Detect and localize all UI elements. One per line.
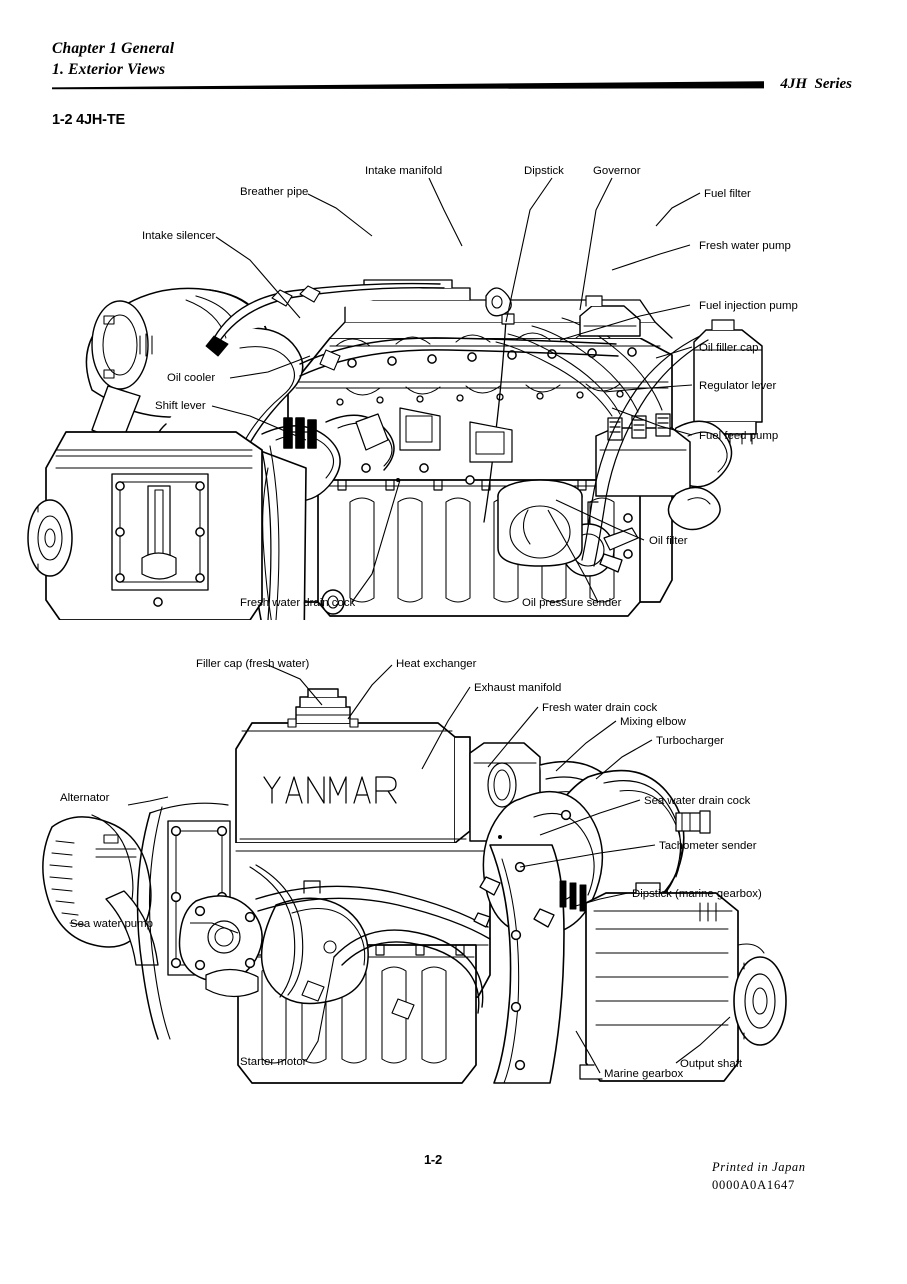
label-starter-motor: Starter motor	[240, 1056, 307, 1068]
label-shift-lever: Shift lever	[155, 400, 206, 412]
label-sea-water-pump: Sea water pump	[70, 918, 153, 930]
label-breather-pipe: Breather pipe	[240, 186, 308, 198]
label-fresh-water-drain-cock: Fresh water drain cock	[542, 702, 658, 714]
lower-engine-drawing: Alternator Sea water pump Filler cap (fr…	[42, 658, 787, 1084]
header-rule-icon	[52, 81, 764, 90]
label-oil-cooler: Oil cooler	[167, 372, 215, 384]
label-tachometer-sender: Tachometer sender	[659, 840, 757, 852]
page-header: Chapter 1 General 1. Exterior Views	[52, 38, 852, 81]
page-number: 1-2	[424, 1152, 442, 1167]
label-dipstick-marine-gearbox: Dipstick (marine gearbox)	[632, 888, 762, 900]
label-sea-water-drain-cock: Sea water drain cock	[644, 795, 751, 807]
label-oil-filler-cap: Oil filler cap	[699, 342, 759, 354]
label-oil-pressure-sender: Oil pressure sender	[522, 597, 622, 609]
label-fuel-filter: Fuel filter	[704, 188, 751, 200]
figure-upper-engine-view: Intake manifold Dipstick Governor Breath…	[0, 150, 907, 620]
label-mixing-elbow: Mixing elbow	[620, 716, 687, 728]
label-output-shaft: Output shaft	[680, 1058, 743, 1070]
header-rule-row: 4JH Series	[52, 76, 852, 92]
label-alternator: Alternator	[60, 792, 110, 804]
section-title: 1. Exterior Views	[52, 61, 166, 79]
label-governor: Governor	[593, 165, 641, 177]
label-intake-silencer: Intake silencer	[142, 230, 216, 242]
label-exhaust-manifold: Exhaust manifold	[474, 682, 561, 694]
publication-code: 0000A0A1647	[712, 1178, 796, 1193]
label-regulator-lever: Regulator lever	[699, 380, 776, 392]
label-marine-gearbox: Marine gearbox	[604, 1068, 683, 1080]
label-turbocharger: Turbocharger	[656, 735, 724, 747]
imprint-block: Printed in Japan 0000A0A1647	[712, 1158, 806, 1194]
label-fuel-feed-pump: Fuel feed pump	[699, 430, 778, 442]
label-oil-filter: Oil filter	[649, 535, 688, 547]
label-fuel-injection-pump: Fuel injection pump	[699, 300, 798, 312]
upper-figure-labels: Intake manifold Dipstick Governor Breath…	[142, 165, 798, 609]
label-heat-exchanger: Heat exchanger	[396, 658, 477, 670]
chapter-title: Chapter 1 General	[52, 40, 175, 57]
label-intake-manifold: Intake manifold	[365, 165, 442, 177]
series-name: 4JH Series	[780, 76, 852, 92]
figure-lower-engine-view: Alternator Sea water pump Filler cap (fr…	[0, 645, 907, 1105]
lower-figure-labels: Alternator Sea water pump Filler cap (fr…	[60, 658, 762, 1080]
label-dipstick: Dipstick	[524, 165, 564, 177]
label-filler-cap-fresh-water: Filler cap (fresh water)	[196, 658, 310, 670]
upper-engine-drawing: Intake manifold Dipstick Governor Breath…	[27, 165, 798, 620]
label-fresh-water-pump: Fresh water pump	[699, 240, 791, 252]
label-fresh-water-drain-cock: Fresh water drain cock	[240, 597, 356, 609]
printed-in-japan: Printed in Japan	[712, 1160, 806, 1174]
subsection-heading: 1-2 4JH-TE	[52, 112, 125, 128]
